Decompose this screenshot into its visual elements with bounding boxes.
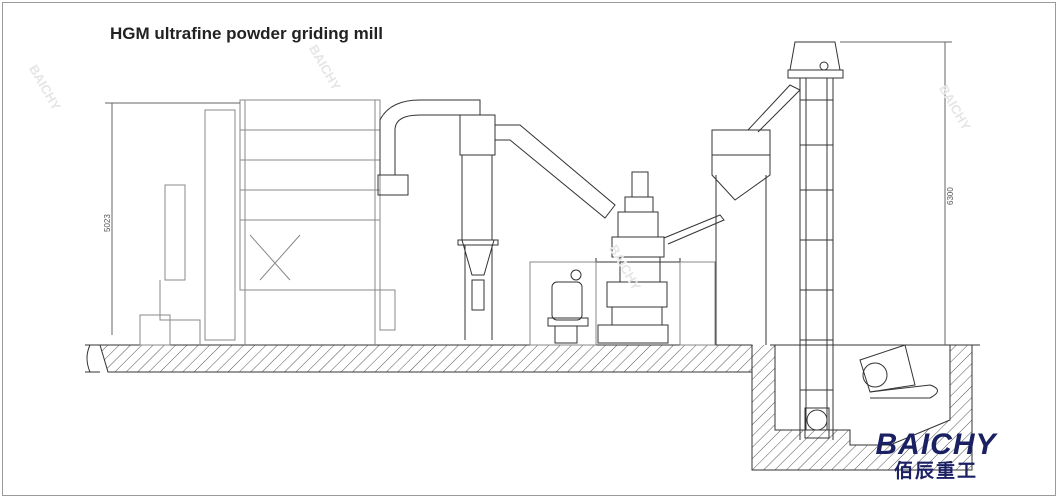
dimension-line-left bbox=[105, 102, 240, 335]
logo-chinese: 佰辰重工 bbox=[893, 461, 978, 482]
ground-slab bbox=[85, 344, 980, 471]
pulse-dust-collector bbox=[139, 99, 396, 346]
baichy-logo: BAICHY 佰辰重工 bbox=[866, 430, 1006, 484]
logo-english: BAICHY bbox=[875, 428, 997, 461]
bucket-elevator bbox=[787, 41, 844, 440]
dimension-label-left: 5023 bbox=[103, 214, 112, 232]
diagram-title: HGM ultrafine powder griding mill bbox=[110, 24, 383, 43]
grinding-mill bbox=[529, 171, 725, 346]
dimension-label-right: 6300 bbox=[946, 187, 955, 205]
dimension-line-right bbox=[840, 41, 952, 345]
storage-hopper bbox=[711, 84, 801, 345]
cyclone-collector bbox=[377, 99, 616, 340]
jaw-crusher bbox=[859, 344, 938, 399]
